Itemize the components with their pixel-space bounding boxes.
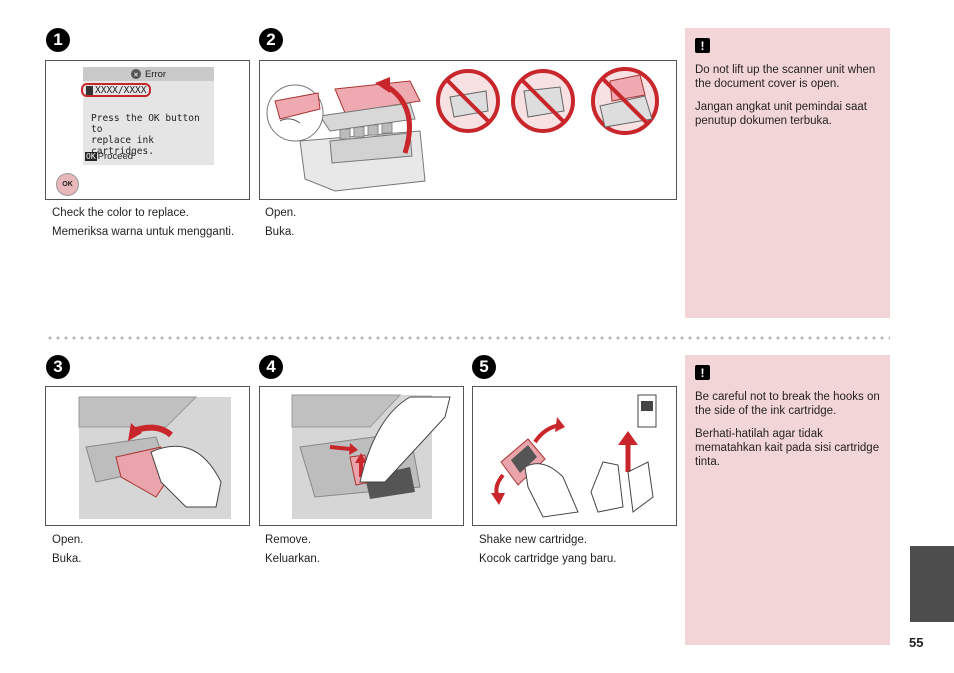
step-2-caption-en: Open. <box>265 207 297 219</box>
step-1-caption-en: Check the color to replace. <box>52 207 189 219</box>
open-cartridge-cover-illustration <box>45 386 250 526</box>
prohibited-icon-3 <box>591 67 659 135</box>
shake-cartridge-illustration <box>472 386 677 526</box>
error-icon: × <box>130 69 141 79</box>
caution-note-1: ! Do not lift up the scanner unit when t… <box>685 28 890 318</box>
step-3-caption-en: Open. <box>52 534 84 546</box>
step-4-caption-en: Remove. <box>265 534 312 546</box>
prohibited-icon-2 <box>511 69 575 133</box>
step-number-5: 5 <box>472 355 496 379</box>
open-scanner-illustration <box>259 60 677 200</box>
step-number-2: 2 <box>259 28 283 52</box>
lcd-screen: × Error XXXX/XXXX Press the OK button to… <box>81 67 214 165</box>
step-3-caption-id: Buka. <box>52 553 82 565</box>
caution-icon: ! <box>695 38 710 53</box>
caution-note-2-id: Berhati-hatilah agar tidak mematahkan ka… <box>695 428 880 468</box>
caution-icon: ! <box>695 365 710 380</box>
lcd-illustration: × Error XXXX/XXXX Press the OK button to… <box>45 60 250 200</box>
step-number-3: 3 <box>46 355 70 379</box>
lcd-code: XXXX/XXXX <box>95 85 147 96</box>
cartridge-icon <box>86 86 93 95</box>
step-2-caption-id: Buka. <box>265 226 295 238</box>
caution-note-1-en: Do not lift up the scanner unit when the… <box>695 64 876 90</box>
caution-note-1-id: Jangan angkat unit pemindai saat penutup… <box>695 101 867 127</box>
ok-button: OK <box>56 173 79 196</box>
step-1-caption-id: Memeriksa warna untuk mengganti. <box>52 226 235 238</box>
lcd-ok-key: OK <box>85 152 97 161</box>
step-number-4: 4 <box>259 355 283 379</box>
lcd-message-line2: replace ink cartridges. <box>91 135 154 157</box>
step-5-caption-id: Kocok cartridge yang baru. <box>479 553 617 565</box>
lcd-proceed: Proceed <box>97 151 134 162</box>
section-divider <box>46 336 890 340</box>
lcd-message-line1: Press the OK button to <box>91 113 200 135</box>
step-5-caption-en: Shake new cartridge. <box>479 534 588 546</box>
lcd-title: Error <box>144 68 167 80</box>
page-number: 55 <box>909 635 924 650</box>
step-number-1: 1 <box>46 28 70 52</box>
remove-cartridge-illustration <box>259 386 464 526</box>
caution-note-2: ! Be careful not to break the hooks on t… <box>685 355 890 645</box>
step-4-caption-id: Keluarkan. <box>265 553 320 565</box>
prohibited-icon-1 <box>436 69 500 133</box>
section-tab <box>910 546 954 622</box>
caution-note-2-en: Be careful not to break the hooks on the… <box>695 391 880 417</box>
